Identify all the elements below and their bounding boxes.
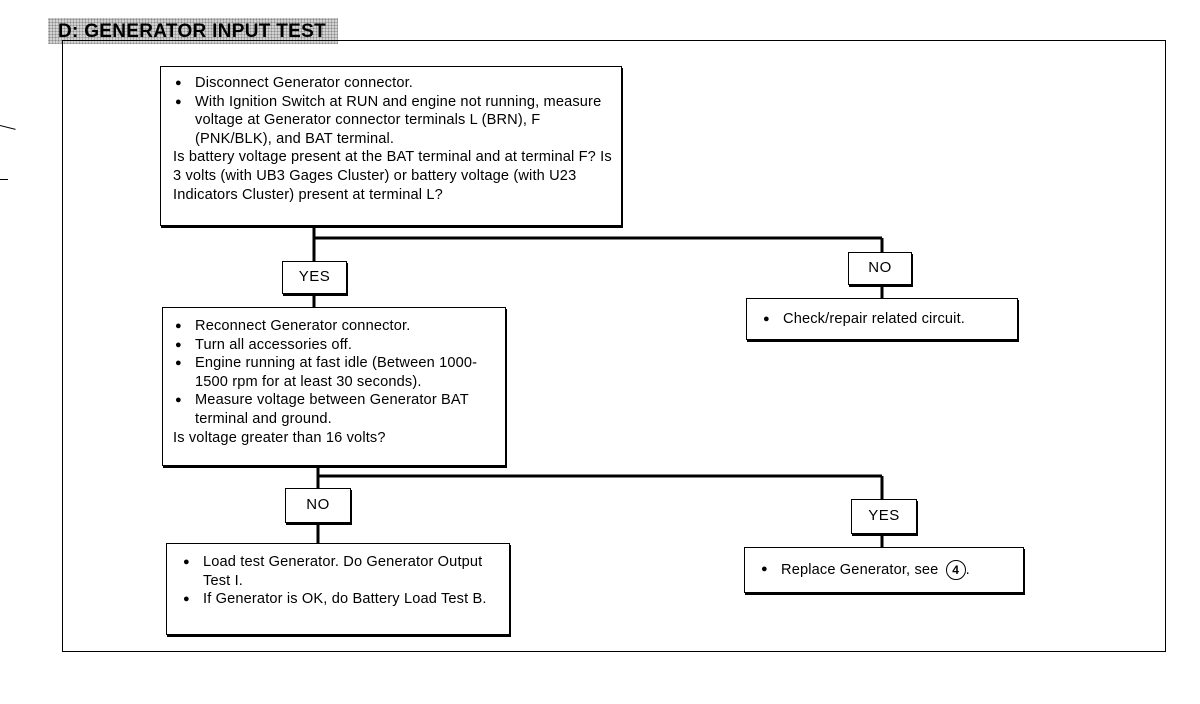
step3-bullet: If Generator is OK, do Battery Load Test… xyxy=(181,590,501,609)
decision1-yes: YES xyxy=(282,261,347,294)
decision2-no: NO xyxy=(285,488,351,523)
margin-mark xyxy=(0,179,8,180)
step1-question: Is battery voltage present at the BAT te… xyxy=(173,149,612,203)
step3-box: Load test Generator. Do Generator Output… xyxy=(166,543,510,635)
repair-box: Check/repair related circuit. xyxy=(746,298,1018,340)
step2-bullet: Measure voltage between Generator BAT te… xyxy=(173,391,497,428)
step2-bullet: Engine running at fast idle (Between 100… xyxy=(173,354,497,391)
replace-period: . xyxy=(965,561,970,578)
replace-text: Replace Generator, see xyxy=(781,561,939,578)
page-title: D: GENERATOR INPUT TEST xyxy=(48,18,338,44)
repair-bullet: Check/repair related circuit. xyxy=(761,310,1009,329)
decision1-no: NO xyxy=(848,252,912,285)
replace-bullet: Replace Generator, see 4. xyxy=(759,560,1015,580)
replace-box: Replace Generator, see 4. xyxy=(744,547,1024,593)
decision2-yes: YES xyxy=(851,499,917,534)
step2-bullet: Reconnect Generator connector. xyxy=(173,317,497,336)
step1-bullet: Disconnect Generator connector. xyxy=(173,74,613,93)
step2-box: Reconnect Generator connector. Turn all … xyxy=(162,307,506,466)
step2-question: Is voltage greater than 16 volts? xyxy=(173,429,386,446)
flowchart-frame xyxy=(62,40,1166,652)
step3-bullet: Load test Generator. Do Generator Output… xyxy=(181,553,501,590)
reference-4-icon: 4 xyxy=(945,560,966,580)
step2-bullet: Turn all accessories off. xyxy=(173,336,497,355)
step1-box: Disconnect Generator connector. With Ign… xyxy=(160,66,622,226)
step1-bullet: With Ignition Switch at RUN and engine n… xyxy=(173,93,613,149)
